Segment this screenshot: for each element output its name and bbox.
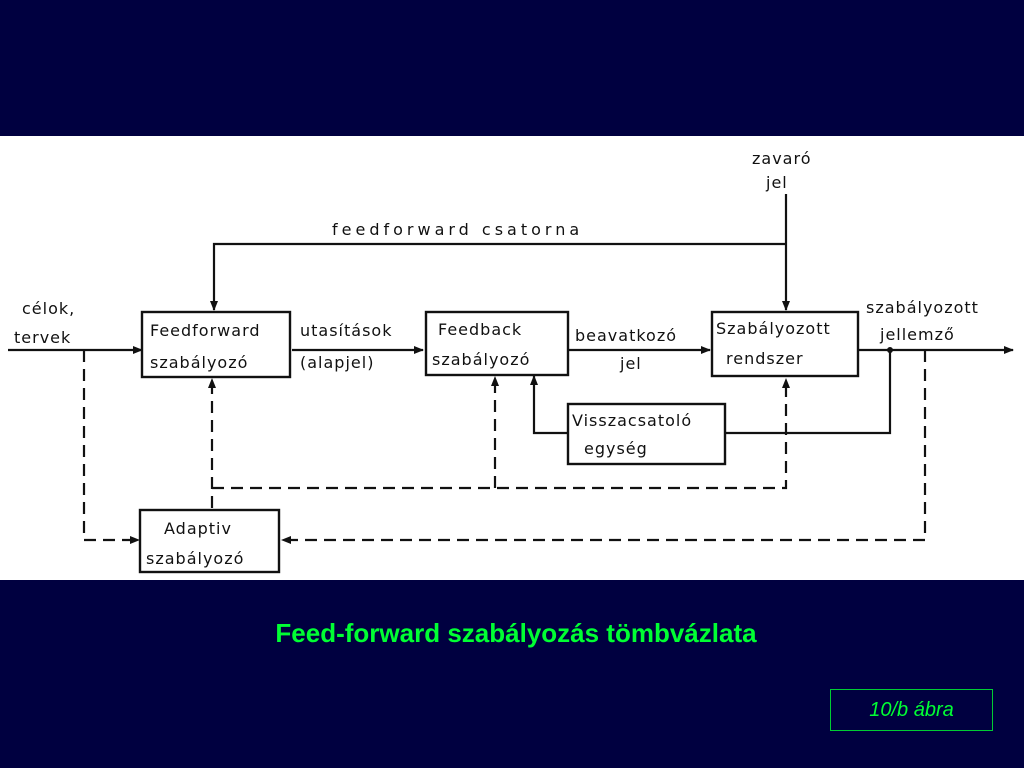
adaptive-controller-block bbox=[138, 508, 281, 574]
actuating-label: beavatkozó bbox=[575, 326, 677, 345]
feedback-controller-label-2: szabályozó bbox=[432, 350, 530, 369]
plans-label: tervek bbox=[14, 328, 71, 347]
feedforward-channel-line bbox=[210, 242, 786, 311]
feedback-controller-label-1: Feedback bbox=[438, 320, 522, 339]
slide-caption: Feed-forward szabályozás tömbvázlata bbox=[275, 618, 757, 648]
feedback-controller-block bbox=[424, 310, 570, 377]
feedforward-controller-label-1: Feedforward bbox=[150, 321, 261, 340]
actuating-signal-label: jel bbox=[619, 354, 642, 373]
goals-label: célok, bbox=[22, 299, 75, 318]
goals-to-adaptive-line bbox=[82, 350, 140, 544]
controlled-system-block bbox=[710, 310, 860, 378]
controlled-variable-label: szabályozott bbox=[866, 298, 979, 317]
feedback-return-line bbox=[725, 350, 892, 435]
adaptive-controller-label-2: szabályozó bbox=[146, 549, 244, 568]
output-branch-point bbox=[887, 347, 893, 353]
controlled-characteristic-label: jellemző bbox=[879, 325, 955, 344]
output-to-adaptive-line bbox=[281, 350, 927, 544]
feedback-unit-label-1: Visszacsatoló bbox=[572, 411, 692, 430]
feedback-unit-output-line bbox=[530, 375, 568, 435]
adaptive-controller-label-1: Adaptiv bbox=[164, 519, 232, 538]
block-diagram: célok, tervek zavaró jel feedforward csa… bbox=[8, 149, 1014, 574]
feedback-unit-label-2: egység bbox=[584, 439, 648, 458]
reference-signal-label: (alapjel) bbox=[300, 353, 374, 372]
disturbance-label: zavaró bbox=[752, 149, 812, 168]
figure-number-label: 10/b ábra bbox=[830, 689, 993, 731]
controlled-system-label-1: Szabályozott bbox=[716, 319, 831, 338]
adaptive-distribution-line bbox=[212, 378, 790, 490]
controlled-system-label-2: rendszer bbox=[726, 349, 804, 368]
feedforward-channel-label: feedforward csatorna bbox=[332, 220, 583, 239]
feedforward-controller-label-2: szabályozó bbox=[150, 353, 248, 372]
disturbance-signal-label: jel bbox=[765, 173, 788, 192]
feedback-unit-block bbox=[566, 402, 727, 466]
instructions-label: utasítások bbox=[300, 321, 392, 340]
block-diagram-panel: célok, tervek zavaró jel feedforward csa… bbox=[0, 136, 1024, 580]
feedforward-controller-block bbox=[140, 310, 292, 379]
